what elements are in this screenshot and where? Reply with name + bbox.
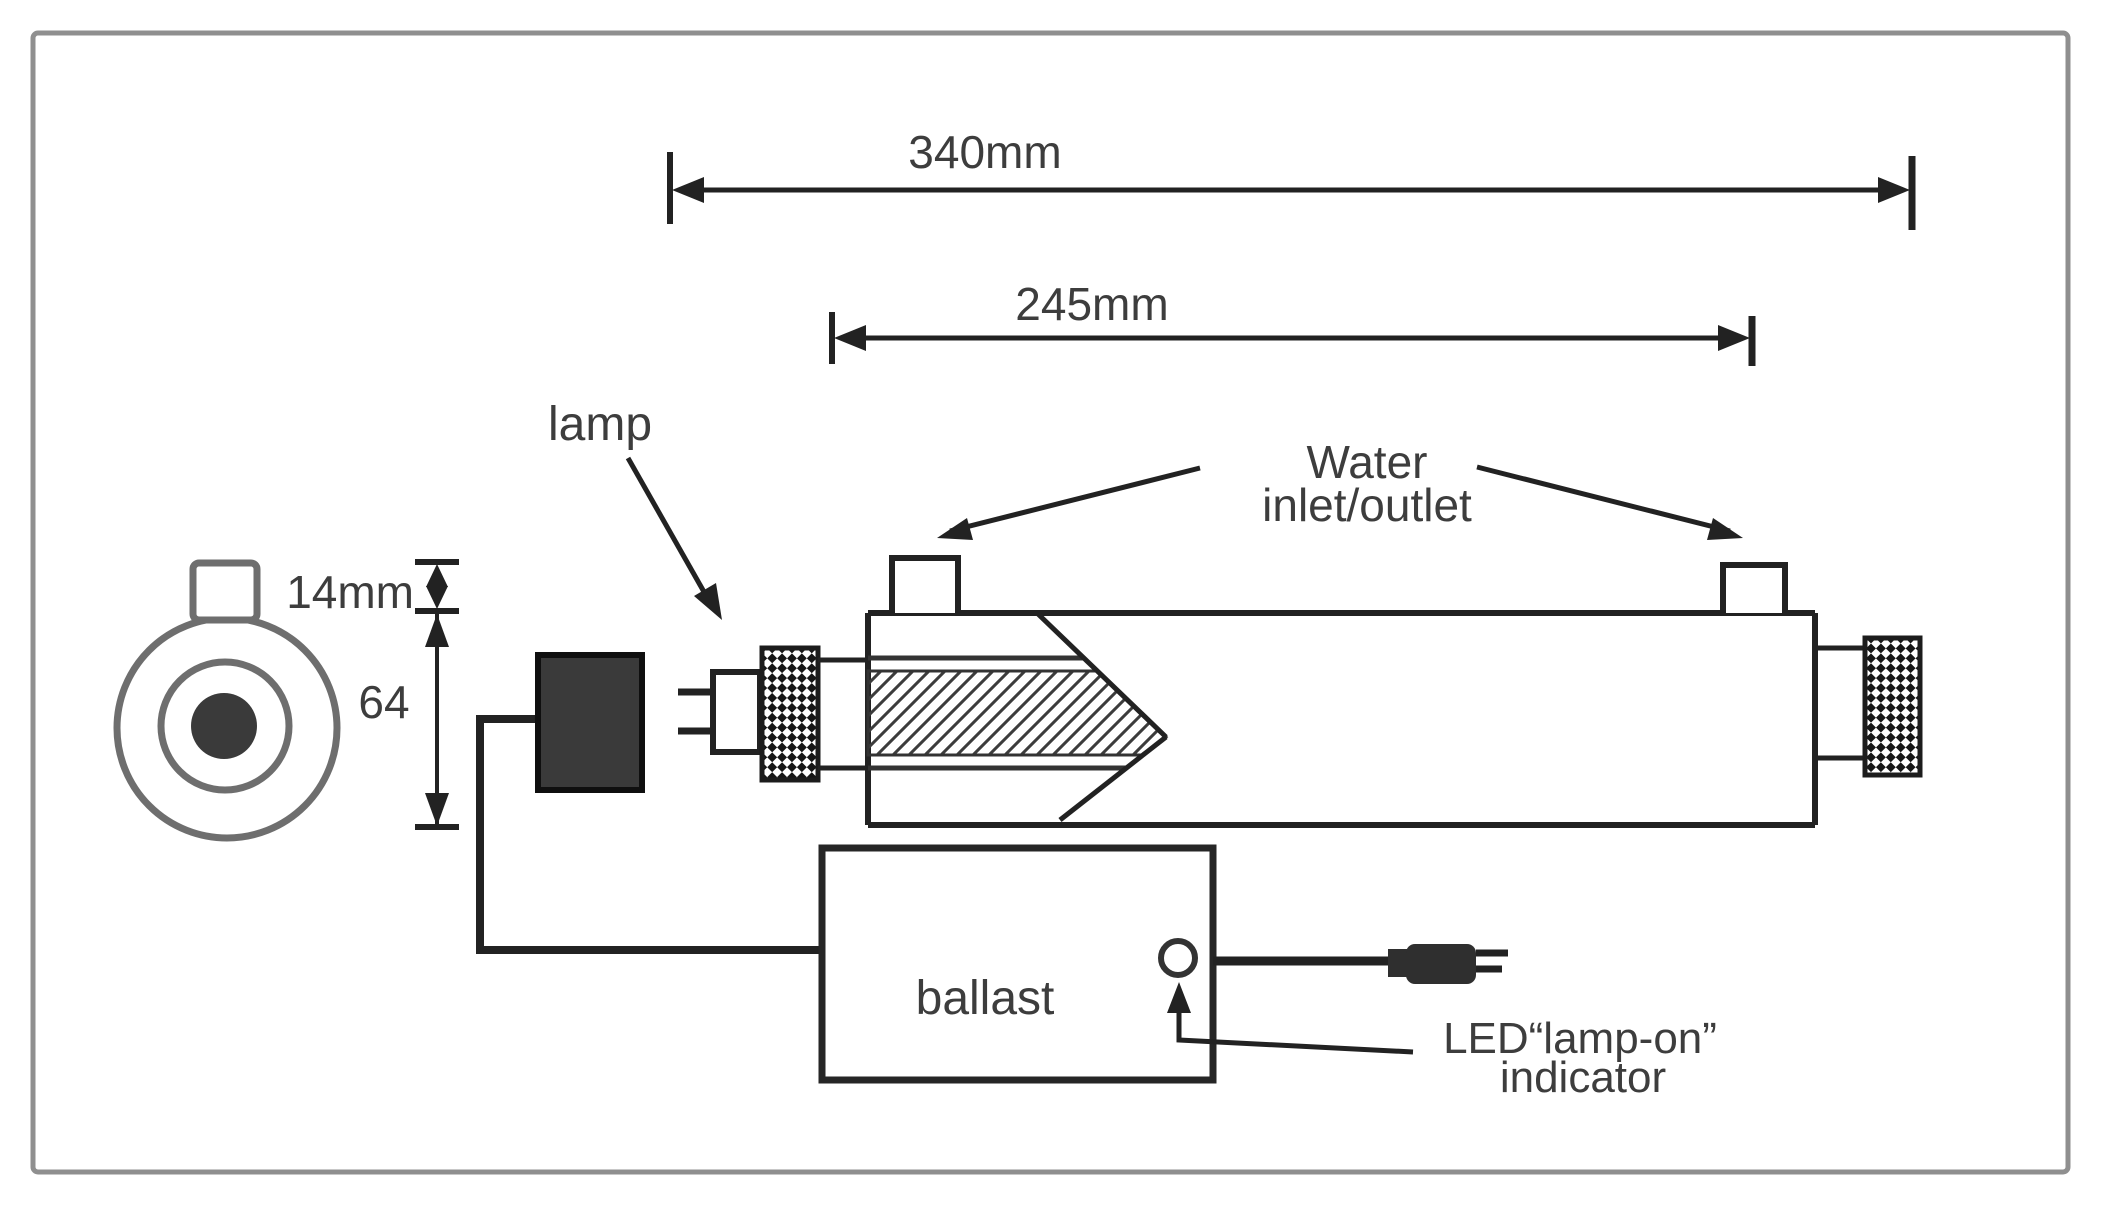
lamp-callout: lamp: [548, 398, 722, 620]
lamp-label: lamp: [548, 398, 652, 451]
dimension-64-down-arrowhead: [425, 793, 449, 826]
lamp-callout-arrow-line: [625, 456, 715, 608]
dimension-340mm-label: 340mm: [908, 126, 1061, 178]
lamp-connector-box: [535, 652, 645, 793]
dimension-340mm-right-arrowhead: [1878, 177, 1910, 203]
water-right-arrow-line: [1476, 464, 1731, 534]
dimension-340mm: 340mm: [667, 126, 1916, 230]
ballast-label: ballast: [916, 972, 1055, 1025]
lamp-connector: [476, 652, 822, 954]
power-cord: [1213, 944, 1508, 984]
ballast-box: [818, 844, 1217, 1084]
water-left-arrow-line: [949, 465, 1201, 534]
water-label-line1: Water: [1307, 436, 1428, 488]
water-right-arrowhead: [1707, 518, 1743, 540]
end-view-lamp-core: [191, 693, 257, 759]
dimension-14mm-label: 14mm: [286, 566, 414, 618]
water-callout: Water inlet/outlet: [937, 436, 1743, 540]
connector-to-ballast-wire: [476, 715, 822, 954]
water-left-arrowhead: [937, 518, 973, 540]
end-view-port-tab: [189, 559, 261, 624]
dimension-340mm-left-arrowhead: [672, 177, 704, 203]
dimension-245mm: 245mm: [829, 278, 1756, 366]
water-outlet-port: [1720, 562, 1788, 613]
led-callout: LED“lamp-on” indicator: [1167, 982, 1717, 1102]
lamp-base-body: [710, 669, 763, 755]
dimension-64-up-arrowhead: [425, 614, 449, 647]
lamp-callout-arrowhead: [694, 583, 722, 620]
break-line-upper: [1035, 611, 1168, 739]
dimension-245mm-label: 245mm: [1015, 278, 1168, 330]
end-view: [113, 559, 341, 842]
lamp-tube-hatched: [866, 669, 1169, 757]
left-knurled-nut: [759, 645, 821, 783]
led-label-line1: LED“lamp-on”: [1443, 1014, 1717, 1063]
led-indicator-light: [1158, 938, 1198, 978]
dimension-245mm-left-arrowhead: [834, 325, 866, 351]
page-border-frame: [30, 30, 2071, 1175]
break-line-lower: [1058, 735, 1168, 822]
dimension-14mm-up-arrowhead: [426, 564, 448, 587]
water-inlet-port: [889, 555, 961, 613]
plug-collar: [1388, 949, 1410, 977]
right-knurled-nut: [1862, 635, 1923, 778]
led-callout-line: [1176, 1008, 1414, 1055]
dimension-14mm-64: 14mm 64: [286, 559, 459, 830]
water-label-line2: inlet/outlet: [1262, 479, 1472, 531]
lamp-plug: [678, 669, 763, 755]
dimension-64-label: 64: [358, 676, 409, 728]
dimension-14mm-down-arrowhead: [426, 586, 448, 609]
chamber-body: [759, 555, 1923, 828]
led-label-line2: indicator: [1500, 1053, 1666, 1102]
led-callout-arrowhead: [1167, 982, 1191, 1013]
ballast-unit: ballast: [818, 844, 1217, 1084]
dimension-245mm-right-arrowhead: [1718, 325, 1750, 351]
plug-body: [1406, 944, 1476, 984]
